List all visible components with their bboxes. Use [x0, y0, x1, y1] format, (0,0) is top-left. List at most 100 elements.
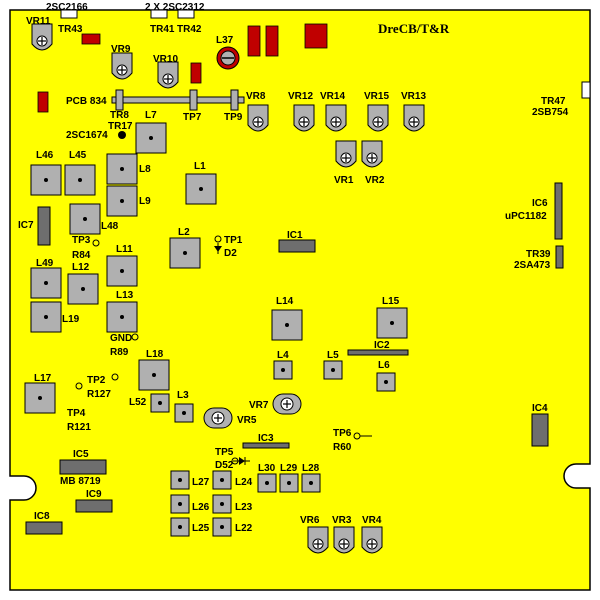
- label-tp1: TP1: [224, 235, 243, 246]
- label-tr41-part: 2 X 2SC2312: [145, 2, 205, 13]
- coil-l6: [376, 372, 396, 392]
- coil-l17: [24, 382, 56, 414]
- label-l3: L3: [177, 390, 189, 401]
- coil-l8: [106, 153, 138, 185]
- label-l14: L14: [276, 296, 294, 307]
- test-point-tp3[interactable]: [92, 239, 100, 247]
- coil-l22: [212, 517, 232, 537]
- label-ic2: IC2: [374, 340, 390, 351]
- label-r60: R60: [333, 442, 352, 453]
- coil-l5: [323, 360, 343, 380]
- coil-l28: [301, 473, 321, 493]
- label-d2: D2: [224, 248, 237, 259]
- coil-l4: [273, 360, 293, 380]
- ic5-package: [59, 459, 107, 475]
- label-tr41: TR41: [150, 24, 175, 35]
- label-l22: L22: [235, 523, 253, 534]
- ic6-package: [554, 182, 563, 240]
- ic8-package: [25, 521, 63, 535]
- label-tp7: TP7: [183, 112, 202, 123]
- coil-l7: [135, 122, 167, 154]
- label-ic8: IC8: [34, 511, 50, 522]
- label-l48: L48: [101, 221, 119, 232]
- label-l11: L11: [116, 244, 133, 255]
- label-r121: R121: [67, 422, 91, 433]
- coil-l3: [174, 403, 194, 423]
- label-l46: L46: [36, 150, 54, 161]
- label-tr47-part: 2SB754: [532, 107, 569, 118]
- label-vr14: VR14: [320, 91, 345, 102]
- vr2-trimmer[interactable]: [361, 140, 383, 168]
- label-vr11: VR11: [26, 16, 51, 27]
- vr7-trimmer[interactable]: [272, 393, 302, 415]
- label-vr10: VR10: [153, 54, 178, 65]
- label-l9: L9: [139, 196, 151, 207]
- label-tp6: TP6: [333, 428, 352, 439]
- resistor-left: [37, 91, 49, 113]
- label-ic9: IC9: [86, 489, 102, 500]
- test-point-gnd[interactable]: [131, 333, 139, 341]
- label-tp2: TP2: [87, 375, 106, 386]
- vr1-trimmer[interactable]: [335, 140, 357, 168]
- diode-d52: [233, 457, 250, 465]
- label-ic6: IC6: [532, 198, 548, 209]
- vr12-trimmer[interactable]: [293, 104, 315, 132]
- label-pcb: PCB 834: [66, 96, 107, 107]
- test-point-tp6[interactable]: [353, 432, 361, 440]
- vr14-trimmer[interactable]: [325, 104, 347, 132]
- ic2-package: [347, 349, 409, 356]
- label-ic1: IC1: [287, 230, 303, 241]
- test-point-tp4[interactable]: [75, 382, 83, 390]
- label-l27: L27: [192, 477, 210, 488]
- label-d52: D52: [215, 460, 234, 471]
- label-l30: L30: [258, 463, 276, 474]
- vr15-trimmer[interactable]: [367, 104, 389, 132]
- vr6-trimmer[interactable]: [307, 526, 329, 554]
- label-vr6: VR6: [300, 515, 320, 526]
- label-l1: L1: [194, 161, 206, 172]
- ic9-package: [75, 499, 113, 513]
- coil-l2: [169, 237, 201, 269]
- coil-l30: [257, 473, 277, 493]
- coil-l48: [69, 203, 101, 235]
- vr9-trimmer[interactable]: [111, 52, 133, 80]
- label-ic4: IC4: [532, 403, 548, 414]
- resistor-l37: [190, 62, 202, 84]
- coil-l9: [106, 185, 138, 217]
- label-l8: L8: [139, 164, 151, 175]
- vr3-trimmer[interactable]: [333, 526, 355, 554]
- pcb-board: [9, 9, 591, 591]
- coil-group: [24, 122, 408, 537]
- vr10-trimmer[interactable]: [157, 61, 179, 89]
- tr17-transistor: [118, 131, 126, 139]
- vr4-trimmer[interactable]: [361, 526, 383, 554]
- vr5-trimmer[interactable]: [203, 407, 233, 429]
- label-vr15: VR15: [364, 91, 389, 102]
- label-r127: R127: [87, 389, 111, 400]
- tr47-header: [581, 81, 591, 99]
- trimmer-group: [31, 23, 425, 554]
- tr41-header: [150, 9, 168, 19]
- coil-l19: [30, 301, 62, 333]
- bus-post-tp7: [189, 89, 198, 111]
- vr13-trimmer[interactable]: [403, 104, 425, 132]
- label-ic5: IC5: [73, 449, 89, 460]
- label-tp4: TP4: [67, 408, 86, 419]
- vr11-trimmer[interactable]: [31, 23, 53, 51]
- test-point-tp1[interactable]: [214, 235, 222, 243]
- label-tr43: TR43: [58, 24, 83, 35]
- label-vr7: VR7: [249, 400, 269, 411]
- test-point-tp2[interactable]: [111, 373, 119, 381]
- label-tp5: TP5: [215, 447, 234, 458]
- label-l37: L37: [216, 35, 234, 46]
- label-tr42: TR42: [177, 24, 202, 35]
- label-l45: L45: [69, 150, 87, 161]
- coil-l46: [30, 164, 62, 196]
- resistors: [37, 23, 328, 113]
- label-l5: L5: [327, 350, 339, 361]
- label-l6: L6: [378, 360, 390, 371]
- label-l23: L23: [235, 502, 253, 513]
- vr8-trimmer[interactable]: [247, 104, 269, 132]
- coil-l49: [30, 267, 62, 299]
- tr43-header: [60, 9, 78, 19]
